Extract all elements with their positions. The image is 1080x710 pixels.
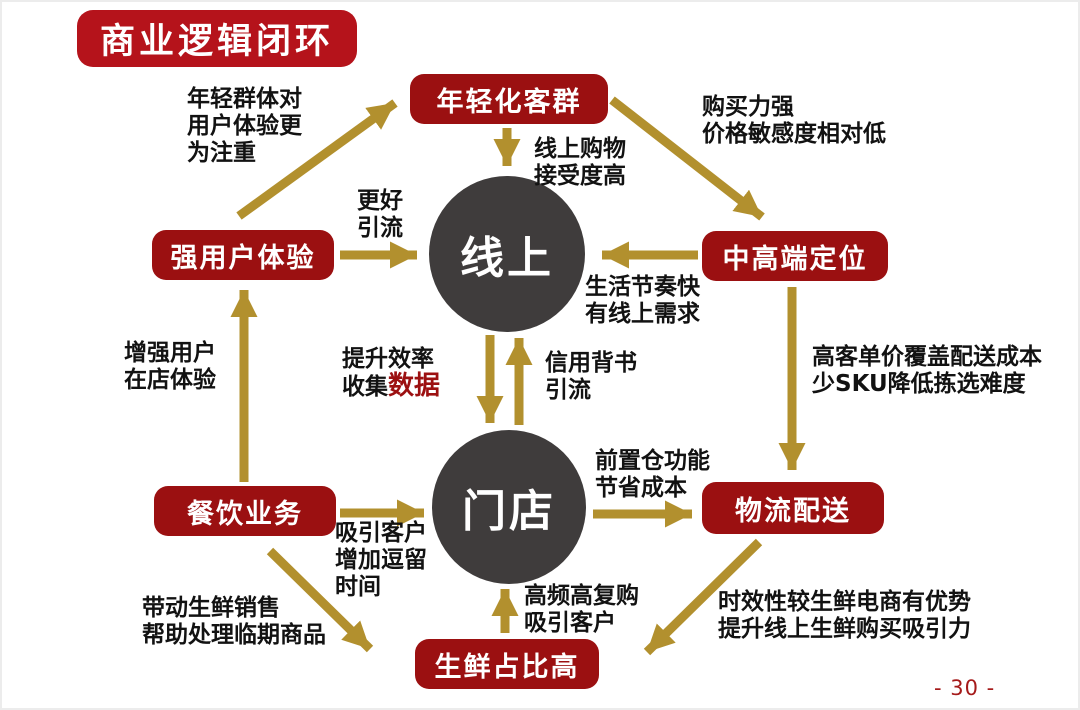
annotation-line: 引流 <box>545 377 591 403</box>
node-mid-high-positioning: 中高端定位 <box>702 231 888 281</box>
page-title: 商业逻辑闭环 <box>77 10 357 67</box>
annotation-line: 接受度高 <box>534 163 626 189</box>
circle-store: 门店 <box>432 430 586 584</box>
annotation-timeliness: 时效性较生鲜电商有优势 提升线上生鲜购买吸引力 <box>718 589 971 643</box>
arrow-young-to-midhigh <box>609 96 765 221</box>
annotation-high-frequency: 高频高复购 吸引客户 <box>524 583 639 637</box>
annotation-line: 前置仓功能 <box>595 448 710 474</box>
node-fresh-ratio: 生鲜占比高 <box>415 639 599 689</box>
annotation-line: 用户体验更 <box>187 113 302 139</box>
annotation-credit-endorsement: 信用背书 引流 <box>545 350 637 404</box>
annotation-line: 生活节奏快 <box>585 274 700 300</box>
annotation-line: 高客单价覆盖配送成本 <box>812 344 1042 370</box>
annotation-line: 高频高复购 <box>524 583 639 609</box>
annotation-line: 时间 <box>335 574 381 600</box>
annotation-line: 提升效率 <box>342 346 434 372</box>
annotation-online-shopping: 线上购物 接受度高 <box>534 136 626 190</box>
annotation-enhance-instore: 增强用户 在店体验 <box>124 340 216 394</box>
annotation-line: 时效性较生鲜电商有优势 <box>718 589 971 615</box>
annotation-line: 更好 <box>357 188 403 214</box>
node-dining-business: 餐饮业务 <box>154 486 336 536</box>
annotation-line: 提升线上生鲜购买吸引力 <box>718 616 971 642</box>
annotation-young-focus: 年轻群体对 用户体验更 为注重 <box>187 86 302 167</box>
annotation-buying-power: 购买力强 价格敏感度相对低 <box>702 94 886 148</box>
collect-label: 收集 <box>342 374 388 400</box>
circle-online: 线上 <box>429 176 585 332</box>
annotation-line: 价格敏感度相对低 <box>702 121 886 147</box>
annotation-line: 信用背书 <box>545 350 637 376</box>
annotation-high-price-coverage: 高客单价覆盖配送成本 少SKU降低拣选难度 <box>812 344 1042 398</box>
annotation-efficiency-data: 提升效率 收集数据 <box>342 346 440 401</box>
annotation-better-traffic: 更好 引流 <box>357 188 403 242</box>
annotation-line: 带动生鲜销售 <box>142 595 280 621</box>
annotation-drive-fresh-sales: 带动生鲜销售 帮助处理临期商品 <box>142 595 326 649</box>
annotation-line: 线上购物 <box>534 136 626 162</box>
annotation-line: 吸引客户 <box>524 610 616 636</box>
node-logistics-delivery: 物流配送 <box>702 482 884 534</box>
annotation-line: 增加逗留 <box>335 547 427 573</box>
arrow-title-to-young <box>236 99 398 220</box>
annotation-line: 节省成本 <box>595 475 687 501</box>
annotation-line: 收集数据 <box>342 373 440 401</box>
annotation-line: 年轻群体对 <box>187 86 302 112</box>
annotation-line: 帮助处理临期商品 <box>142 622 326 648</box>
data-highlight: 数据 <box>388 371 441 401</box>
arrow-logistics-to-fresh <box>643 538 763 656</box>
annotation-line: 吸引客户 <box>335 520 427 546</box>
node-strong-ux: 强用户体验 <box>152 230 334 280</box>
annotation-fast-pace: 生活节奏快 有线上需求 <box>585 274 700 328</box>
annotation-line: 为注重 <box>187 140 256 166</box>
annotation-attract-stay: 吸引客户 增加逗留 时间 <box>335 520 427 601</box>
annotation-line: 增强用户 <box>124 340 216 366</box>
annotation-line: 少SKU降低拣选难度 <box>812 371 1026 397</box>
annotation-line: 引流 <box>357 215 403 241</box>
page-number: - 30 - <box>934 676 996 700</box>
annotation-line: 购买力强 <box>702 94 794 120</box>
node-young-customers: 年轻化客群 <box>410 74 608 124</box>
annotation-line: 有线上需求 <box>585 301 700 327</box>
arrow-dining-to-fresh <box>266 547 374 653</box>
annotation-forward-warehouse: 前置仓功能 节省成本 <box>595 448 710 502</box>
annotation-line: 在店体验 <box>124 367 216 393</box>
